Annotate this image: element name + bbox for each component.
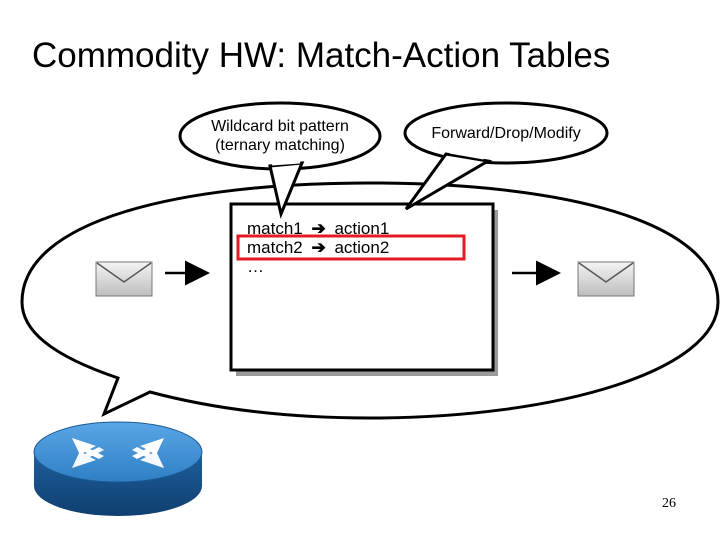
rule-match: match1 [247, 219, 303, 238]
rule-arrow-icon: ➔ [311, 238, 326, 257]
wildcard-callout [178, 101, 382, 219]
page-number: 26 [662, 496, 676, 511]
wildcard-line-2: (ternary matching) [215, 137, 345, 154]
router-icon [33, 421, 203, 516]
match-action-table [229, 202, 498, 376]
rule-row-1: match1 ➔ action1 [247, 219, 389, 238]
wildcard-callout-text: Wildcard bit pattern (ternary matching) [180, 117, 380, 155]
incoming-envelope-icon [95, 261, 153, 297]
rule-action: action2 [334, 238, 390, 257]
actions-callout-text: Forward/Drop/Modify [431, 125, 581, 142]
rule-match: match2 [247, 238, 303, 257]
highlighted-rule-box [236, 234, 466, 261]
outgoing-envelope-icon [577, 261, 635, 297]
rule-action: action1 [334, 219, 390, 238]
rule-ellipsis: … [247, 257, 264, 276]
rule-arrow-icon: ➔ [311, 219, 326, 238]
actions-callout [403, 101, 609, 211]
wildcard-line-1: Wildcard bit pattern [211, 118, 349, 135]
slide-title: Commodity HW: Match-Action Tables [32, 36, 611, 75]
rule-list: match1 ➔ action1 match2 ➔ action2 … [247, 219, 389, 276]
rule-row-2: match2 ➔ action2 [247, 238, 389, 257]
